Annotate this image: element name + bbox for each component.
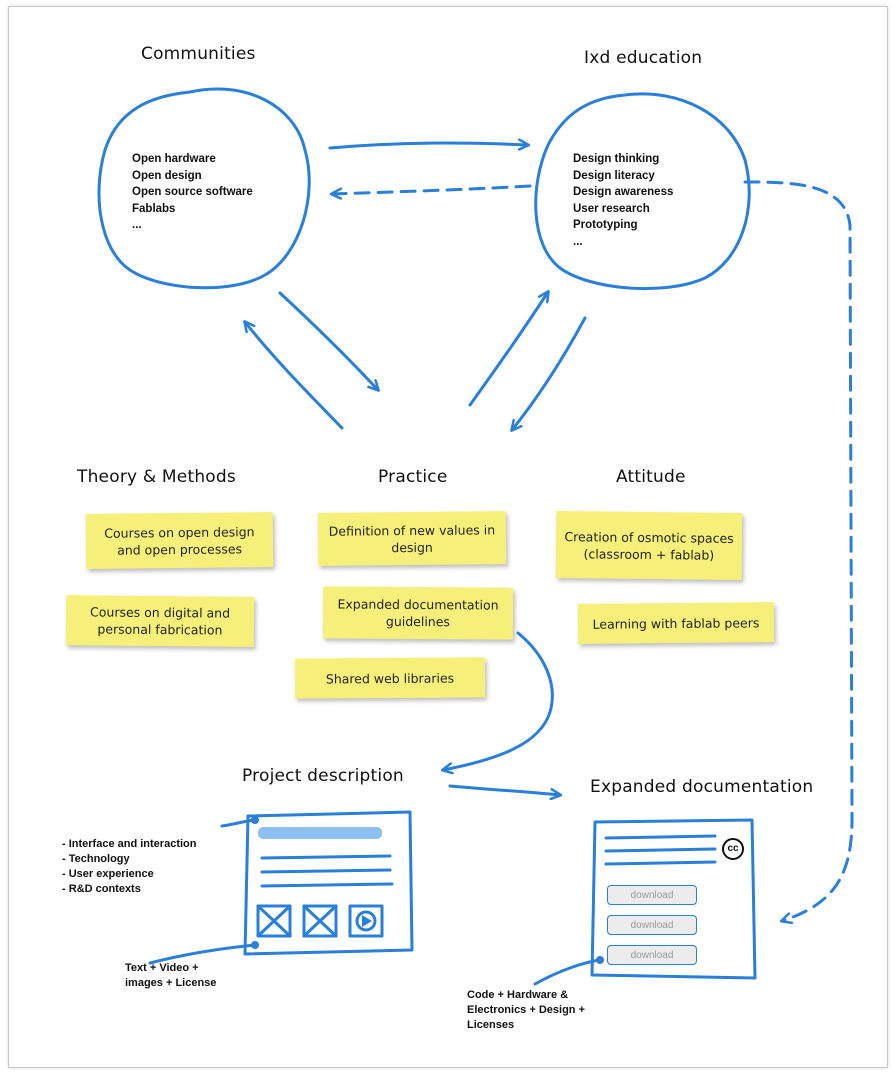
sticky-note-documentation-guidelines: Expanded documentation guidelines [322,586,514,640]
image-placeholder-1-cross [256,904,292,938]
sticky-note-shared-libraries: Shared web libraries [294,657,486,699]
arrow-communities-to-ixd [328,143,528,148]
list-item: - R&D contexts [62,883,141,895]
documentation-contents-label: Code + Hardware & Electronics + Design +… [467,988,585,1033]
expanded-documentation-title: Expanded documentation [590,777,814,797]
text-line: Text + Video + [125,962,199,974]
list-item: Open design [132,169,202,182]
list-item: Design awareness [573,186,674,198]
text-line: images + License [125,977,217,989]
practice-title: Practice [378,467,448,487]
sticky-note-new-values: Definition of new values in design [317,511,507,566]
arrow-ixd-to-communities-dashed [332,184,532,194]
download-button-sketch: download [607,915,697,935]
attitude-title: Attitude [616,467,686,487]
project-sketch-frame [243,810,414,956]
list-item: User research [573,202,650,215]
theory-methods-title: Theory & Methods [77,467,236,487]
arrow-project-to-documentation [448,784,560,795]
communities-bubble [97,87,311,290]
list-item: Open hardware [132,153,216,165]
sticky-note-open-design-courses: Courses on open design and open processe… [85,512,274,569]
arrow-practice-to-communities [245,322,344,430]
sticky-note-digital-fabrication-courses: Courses on digital and personal fabricat… [65,595,255,647]
video-play-circle [355,910,377,932]
list-item: ... [132,219,142,231]
project-media-label: Text + Video + images + License [125,961,216,991]
image-placeholder-1 [256,904,292,938]
sticky-note-fablab-peers: Learning with fablab peers [577,602,775,644]
video-play-triangle [362,915,372,927]
project-topics-list: - Interface and interaction - Technology… [62,837,196,897]
ixd-education-title: Ixd education [584,48,703,68]
arrow-guidelines-to-project [443,631,554,770]
sticky-note-osmotic-spaces: Creation of osmotic spaces (classroom + … [555,511,743,580]
video-placeholder [348,904,384,938]
project-sketch-lines [260,854,394,888]
ixd-education-list: Design thinking Design literacy Design a… [573,151,673,250]
documentation-contents-dot [596,956,604,964]
image-placeholder-2-cross [302,904,338,938]
text-line: Licenses [467,1019,515,1031]
list-item: Fablabs [132,202,176,215]
project-media-dot [251,941,259,949]
arrow-communities-to-practice [278,291,378,390]
communities-list: Open hardware Open design Open source so… [132,151,253,234]
communities-title: Communities [141,44,256,64]
arrow-ixd-to-practice [512,316,587,430]
arrow-ixd-to-documentation-dashed [743,180,854,921]
documentation-sketch-frame [590,818,757,980]
list-item: Design literacy [573,169,655,182]
text-line: Electronics + Design + [467,1004,585,1016]
project-description-title: Project description [242,766,404,786]
list-item: ... [573,235,583,248]
project-topics-dot [251,816,259,824]
project-topics-pointer [220,818,257,828]
list-item: Prototyping [573,219,638,231]
download-button-sketch: download [607,885,697,905]
text-line: Code + Hardware & [467,989,569,1001]
ixd-education-bubble [534,92,751,291]
download-button-sketch: download [607,945,697,965]
list-item: - User experience [62,868,154,880]
list-item: - Interface and interaction [62,838,197,850]
list-item: Open source software [132,186,253,198]
project-media-pointer [148,943,257,965]
image-placeholder-2 [302,904,338,938]
documentation-sketch-lines [604,834,717,866]
list-item: - Technology [62,853,130,865]
cc-license-icon: cc [722,838,744,860]
project-title-highlight [258,827,382,839]
arrow-practice-to-ixd [468,292,548,407]
list-item: Design thinking [573,153,660,165]
documentation-contents-pointer [533,958,602,986]
